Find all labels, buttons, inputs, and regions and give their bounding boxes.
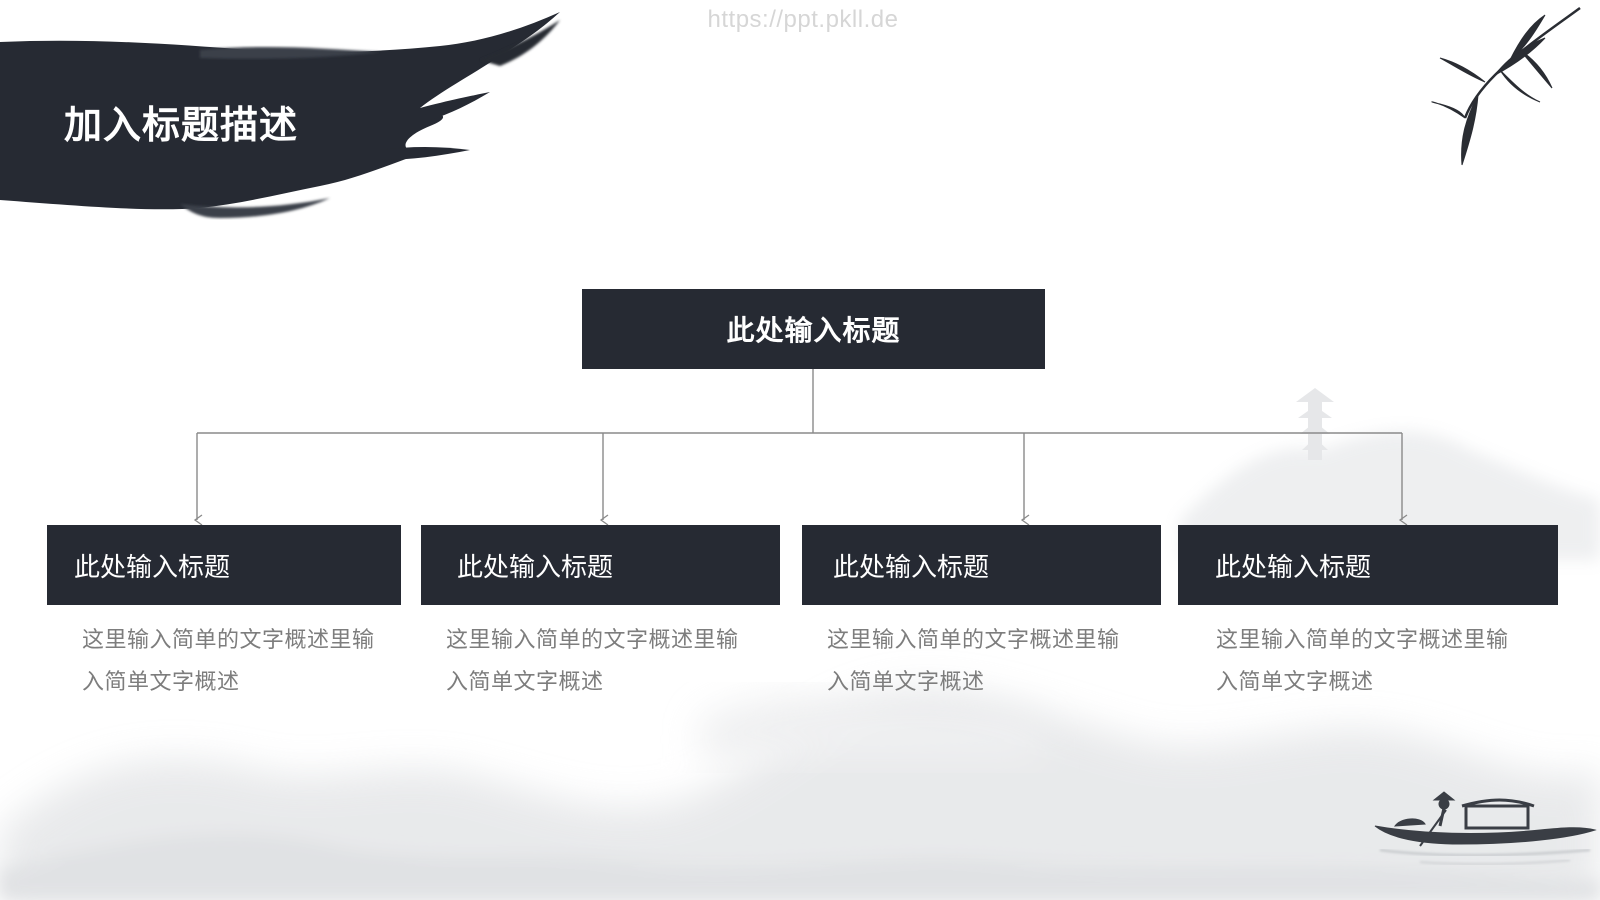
child-node-1: 此处输入标题 <box>47 525 401 605</box>
description-line: 入简单文字概述 <box>82 670 240 695</box>
ink-wash-mountains <box>0 688 1600 900</box>
ink-brush-stroke-banner <box>0 12 560 218</box>
child-node-2-description: 这里输入简单的文字概述里输 入简单文字概述 <box>446 620 739 704</box>
child-node-label: 此处输入标题 <box>457 552 614 583</box>
child-node-label: 此处输入标题 <box>1215 552 1372 583</box>
child-node-4: 此处输入标题 <box>1178 525 1558 605</box>
description-line: 这里输入简单的文字概述里输 <box>82 628 375 653</box>
description-line: 入简单文字概述 <box>827 670 985 695</box>
root-node-label: 此处输入标题 <box>726 314 901 347</box>
watermark-url: https://ppt.pkll.de <box>707 6 899 33</box>
description-line: 这里输入简单的文字概述里输 <box>1216 628 1509 653</box>
child-node-3: 此处输入标题 <box>802 525 1161 605</box>
child-node-label: 此处输入标题 <box>833 552 990 583</box>
ink-boat-with-fisherman <box>1374 791 1597 866</box>
description-line: 这里输入简单的文字概述里输 <box>446 628 739 653</box>
root-node: 此处输入标题 <box>582 289 1045 369</box>
description-line: 这里输入简单的文字概述里输 <box>827 628 1120 653</box>
description-line: 入简单文字概述 <box>1216 670 1374 695</box>
bamboo-branch-ink <box>1431 6 1581 166</box>
child-node-label: 此处输入标题 <box>74 552 231 583</box>
page-title: 加入标题描述 <box>64 103 299 147</box>
description-line: 入简单文字概述 <box>446 670 604 695</box>
child-node-2: 此处输入标题 <box>421 525 780 605</box>
child-node-3-description: 这里输入简单的文字概述里输 入简单文字概述 <box>827 620 1120 704</box>
child-node-4-description: 这里输入简单的文字概述里输 入简单文字概述 <box>1216 620 1509 704</box>
child-node-1-description: 这里输入简单的文字概述里输 入简单文字概述 <box>82 620 375 704</box>
